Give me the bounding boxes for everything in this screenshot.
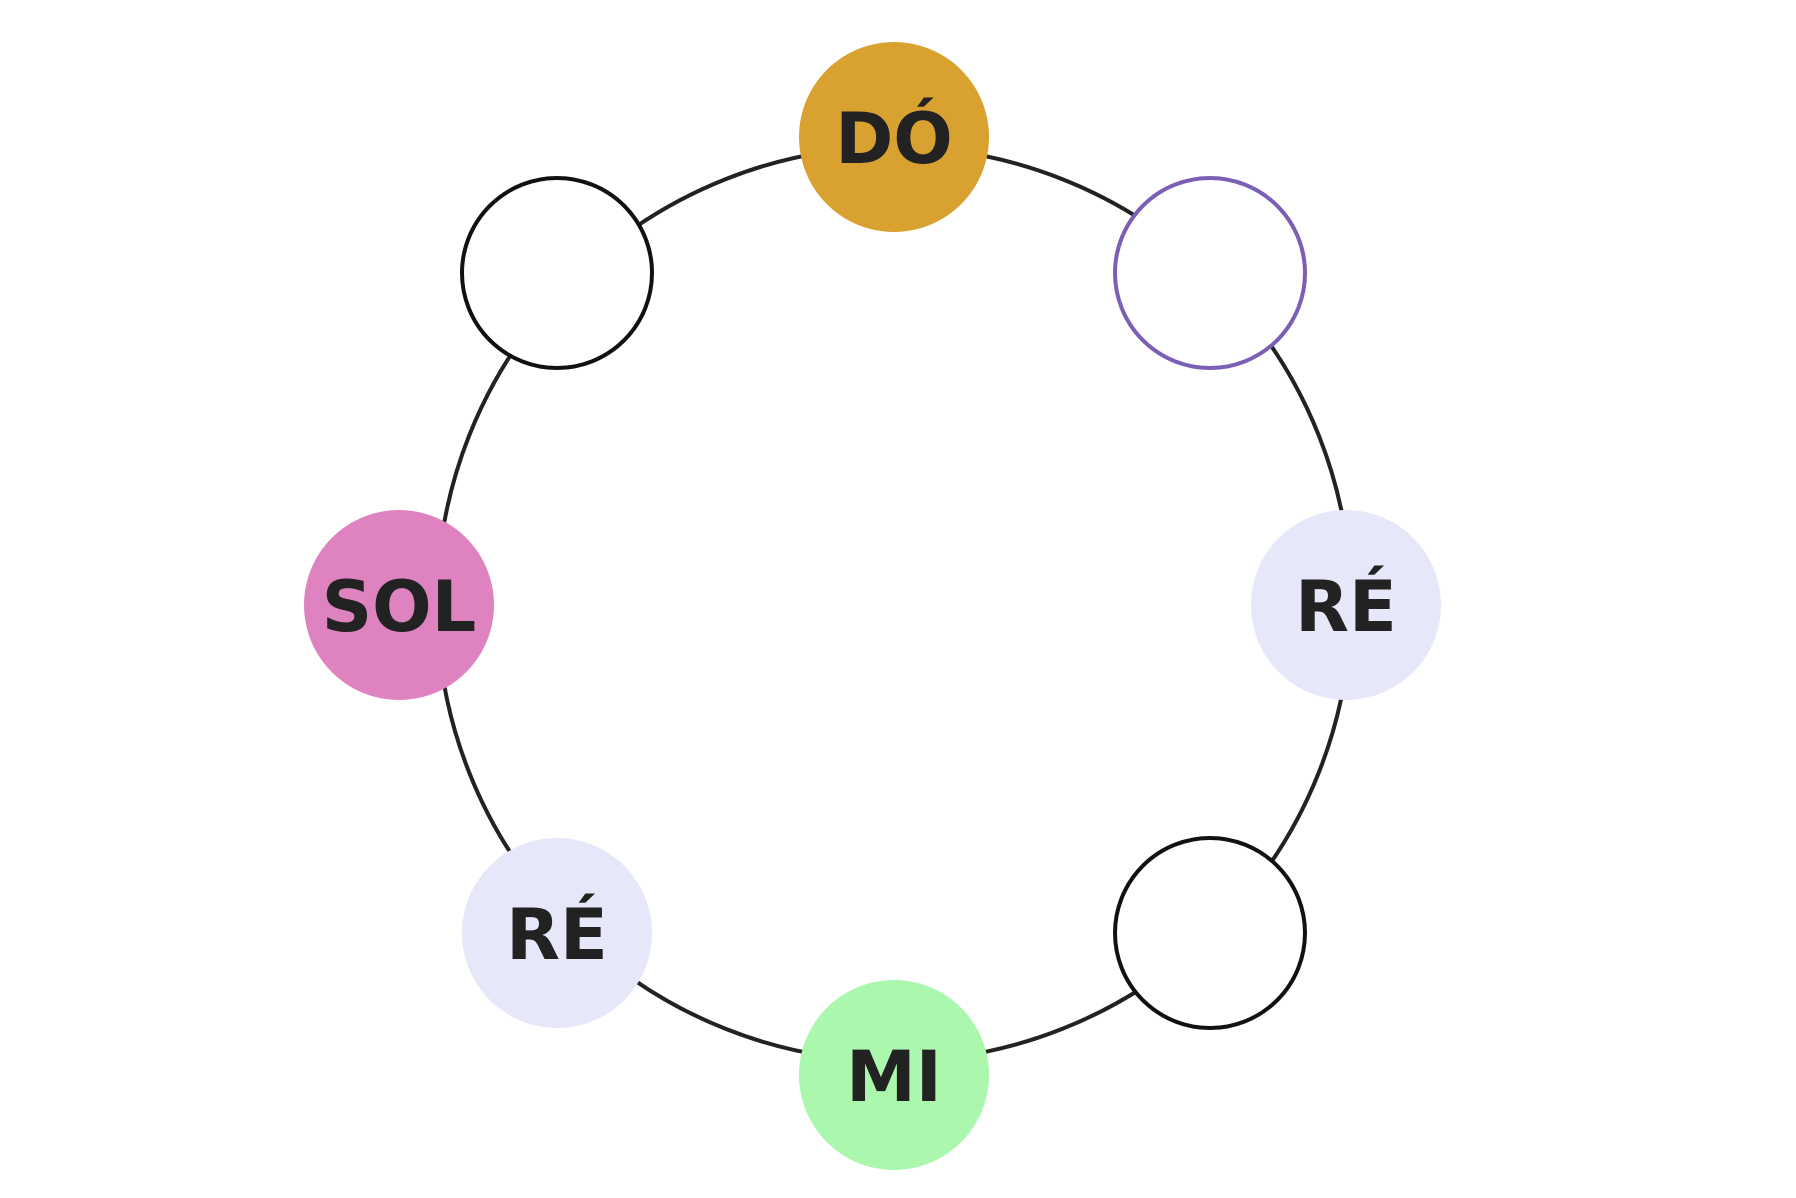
node-label: DÓ xyxy=(835,98,953,180)
node-circle xyxy=(462,838,652,1028)
node-label: MI xyxy=(846,1036,942,1118)
node-circle xyxy=(1113,836,1307,1030)
node-label: RÉ xyxy=(1295,566,1397,648)
node-circle xyxy=(304,510,494,700)
node-bottom: MI xyxy=(799,980,989,1170)
node-bottom-right xyxy=(1113,836,1307,1030)
node-right: RÉ xyxy=(1251,510,1441,700)
node-top: DÓ xyxy=(799,42,989,232)
node-circle xyxy=(460,176,654,370)
node-top-right xyxy=(1113,176,1307,370)
node-circle xyxy=(799,980,989,1170)
node-circle xyxy=(1251,510,1441,700)
node-label: SOL xyxy=(322,566,477,648)
node-left: SOL xyxy=(304,510,494,700)
node-circle xyxy=(1113,176,1307,370)
node-top-left xyxy=(460,176,654,370)
node-bottom-left: RÉ xyxy=(462,838,652,1028)
node-label: RÉ xyxy=(506,894,608,976)
node-circle xyxy=(799,42,989,232)
